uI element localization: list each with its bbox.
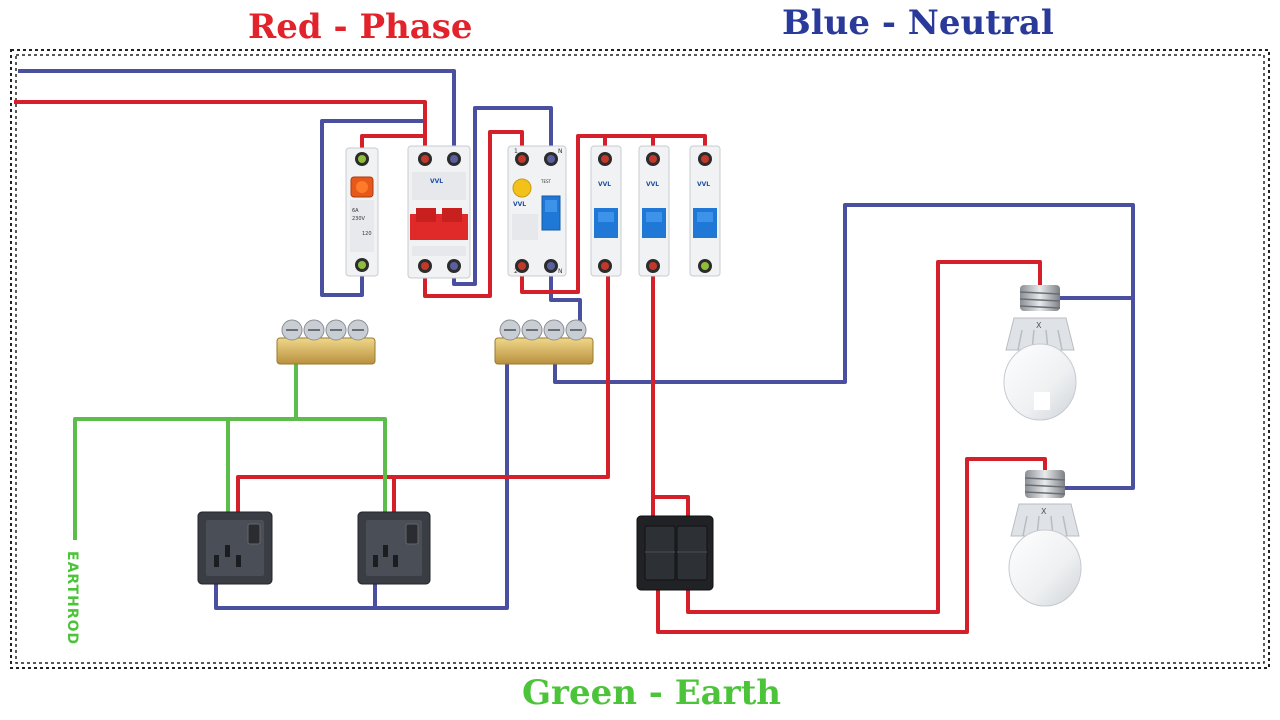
earth-rod-label: EARTHROD xyxy=(64,551,80,645)
rccb-bottom-right: N xyxy=(558,268,563,275)
rccb-terminal-left: 1 xyxy=(514,148,518,155)
mcb-1: VVL xyxy=(590,145,622,277)
neutral-busbar xyxy=(494,319,594,365)
double-light-switch xyxy=(636,515,714,591)
mcb-2-brand: VVL xyxy=(646,181,659,188)
rccb-brand: VVL xyxy=(513,201,526,208)
socket-2 xyxy=(357,511,431,585)
socket-1 xyxy=(197,511,273,585)
mcb-3: VVL xyxy=(689,145,721,277)
rccb-terminal-right: N xyxy=(558,148,563,155)
led-bulb-2: X xyxy=(1008,470,1082,607)
mcb-3-brand: VVL xyxy=(697,181,710,188)
bulb-2-brand: X xyxy=(1041,507,1047,516)
main-breaker: VVL xyxy=(407,145,471,279)
led-bulb-1: X xyxy=(1003,285,1077,421)
main-breaker-brand: VVL xyxy=(430,178,443,185)
neutral-wires xyxy=(18,69,1135,610)
bulb-1-brand: X xyxy=(1036,321,1042,330)
indicator-marking-2: 230V xyxy=(352,216,366,222)
rccb-bottom-left: 2 xyxy=(514,268,518,275)
rccb: 1 N TEST VVL 2 N xyxy=(507,145,567,277)
legend-phase: Red - Phase xyxy=(248,7,473,47)
legend-neutral: Blue - Neutral xyxy=(782,3,1054,43)
enclosure-border xyxy=(10,49,1270,669)
indicator-marking-3: 120 xyxy=(362,231,372,237)
rccb-test-label: TEST xyxy=(540,179,552,184)
earth-busbar xyxy=(276,319,376,365)
legend-earth: Green - Earth xyxy=(522,673,781,713)
mcb-1-brand: VVL xyxy=(598,181,611,188)
mcb-2: VVL xyxy=(638,145,670,277)
indicator-lamp: 6A 230V 120 xyxy=(345,147,379,277)
indicator-marking-1: 6A xyxy=(352,208,359,214)
